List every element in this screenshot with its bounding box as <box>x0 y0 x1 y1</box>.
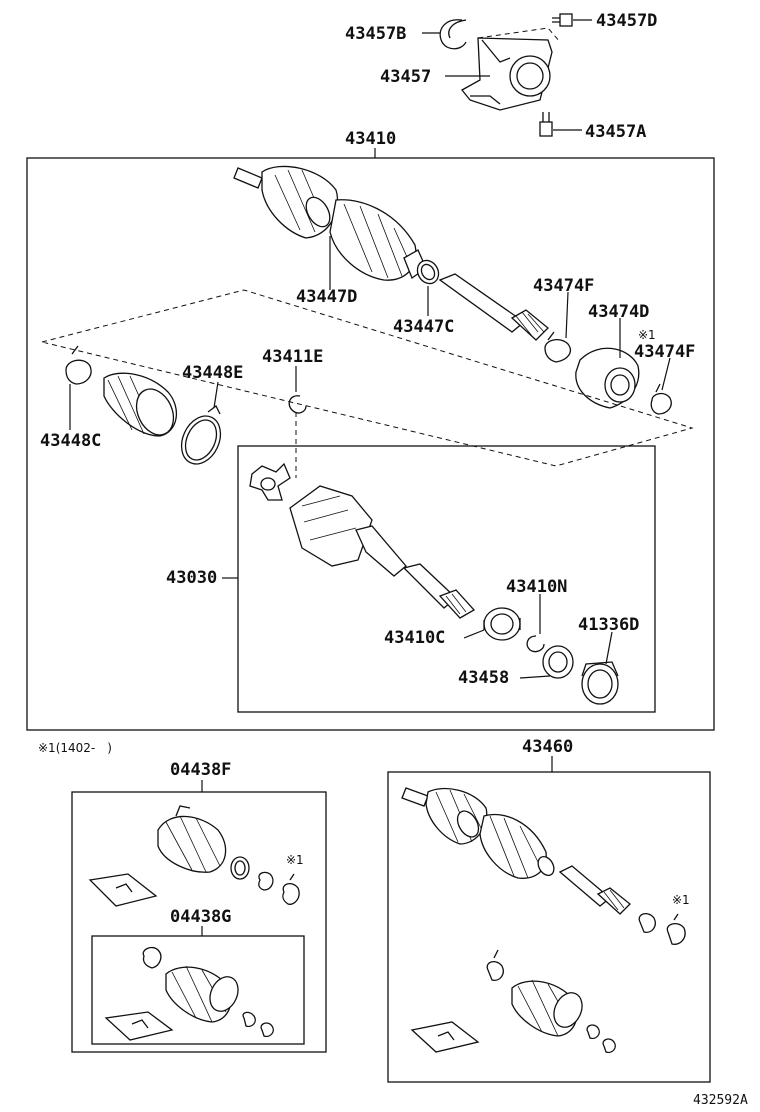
inner-boot-group <box>65 345 222 465</box>
label-43410: 43410 <box>345 129 396 149</box>
diagram-id: 432592A <box>693 1093 748 1108</box>
label-43448C: 43448C <box>40 431 101 451</box>
note-mark-43474D: ※1 <box>638 328 656 342</box>
kit-04438G-frame <box>91 935 305 1045</box>
label-43458: 43458 <box>458 668 509 688</box>
assembly-43460-frame <box>387 771 711 1083</box>
assembly-43460-parts <box>401 787 686 1054</box>
label-43460: 43460 <box>522 737 573 757</box>
label-43474D: 43474D <box>588 302 649 322</box>
kit-04438F-frame <box>71 791 327 1053</box>
footnote-text: ※1(1402- ) <box>38 741 112 755</box>
label-43030: 43030 <box>166 568 217 588</box>
damper-group <box>544 291 672 415</box>
label-41336D: 41336D <box>578 615 639 635</box>
note-mark-43460: ※1 <box>672 893 690 907</box>
label-43474F-top: 43474F <box>533 276 594 296</box>
assembly-43030-frame <box>237 445 656 713</box>
bearing-bracket-assembly <box>422 13 592 137</box>
label-43457D: 43457D <box>596 11 657 31</box>
label-43410N: 43410N <box>506 577 567 597</box>
label-43457A: 43457A <box>585 122 646 142</box>
label-43447C: 43447C <box>393 317 454 337</box>
note-mark-kit-f: ※1 <box>286 853 304 867</box>
assembly-43410-frame <box>26 157 715 731</box>
drive-shaft-upper <box>233 165 549 341</box>
label-04438G: 04438G <box>170 907 231 927</box>
label-43448E: 43448E <box>182 363 243 383</box>
boot-kit-outline <box>41 289 694 467</box>
label-43474F-right: 43474F <box>634 342 695 362</box>
label-43410C: 43410C <box>384 628 445 648</box>
inner-joint-group <box>249 462 619 705</box>
label-04438F: 04438F <box>170 760 231 780</box>
label-43447D: 43447D <box>296 287 357 307</box>
label-43457: 43457 <box>380 67 431 87</box>
label-43457B: 43457B <box>345 24 406 44</box>
kit-04438G-parts <box>104 946 274 1041</box>
kit-04438F-parts <box>88 805 300 907</box>
label-43411E: 43411E <box>262 347 323 367</box>
